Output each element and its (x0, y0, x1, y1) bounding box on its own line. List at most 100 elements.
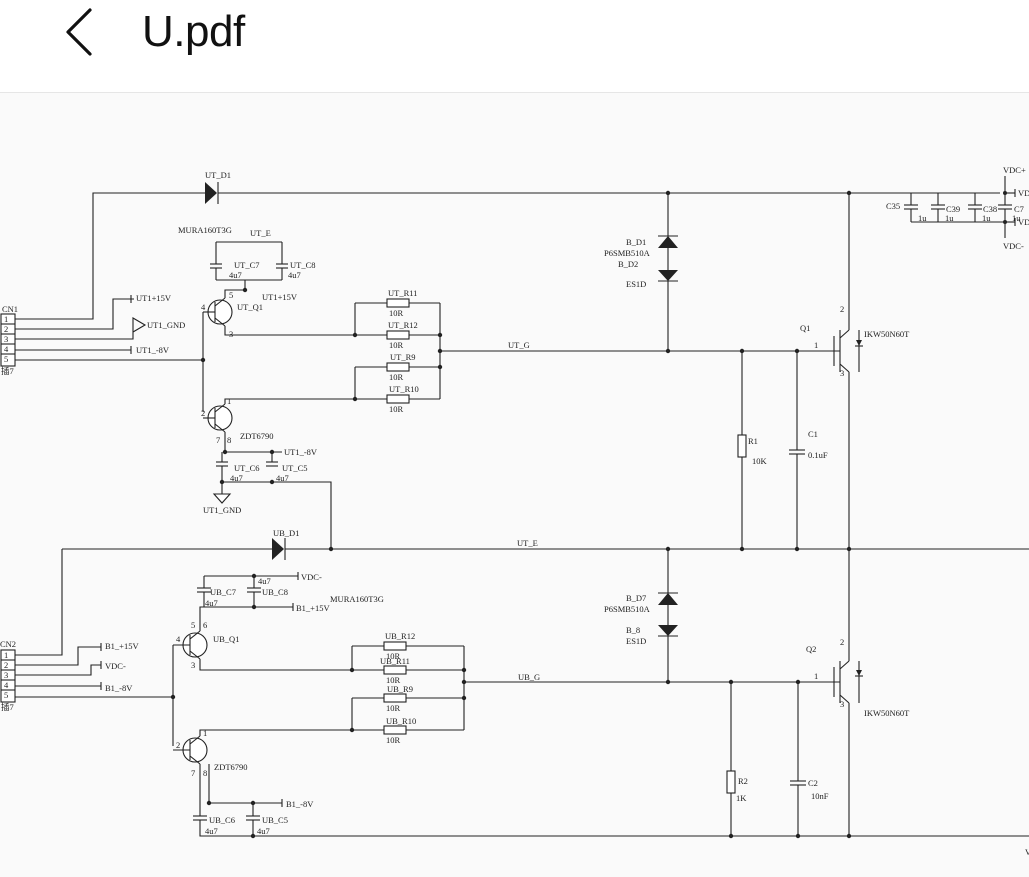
svg-text:IKW50N60T: IKW50N60T (864, 329, 910, 339)
svg-text:UT1_GND: UT1_GND (203, 505, 241, 515)
svg-text:1: 1 (227, 396, 231, 406)
svg-text:UB_Q1: UB_Q1 (213, 634, 239, 644)
back-button[interactable] (56, 4, 108, 60)
svg-text:UB_C6: UB_C6 (209, 815, 235, 825)
transistor-zdt6790-top: 2 1 7 8 ZDT6790 (201, 396, 274, 445)
svg-text:10R: 10R (386, 703, 401, 713)
svg-text:UB_C8: UB_C8 (262, 587, 288, 597)
connector-cn2: CN2 1 2 3 4 5 插7 (0, 639, 16, 712)
svg-text:UT1_-8V: UT1_-8V (136, 345, 170, 355)
svg-text:5: 5 (4, 690, 8, 700)
svg-text:B_D7: B_D7 (626, 593, 646, 603)
svg-text:10R: 10R (386, 651, 401, 661)
svg-text:0.1uF: 0.1uF (808, 450, 828, 460)
vdc-capacitor-bank: VDC+ C35 1u C39 1u C38 1u C7 1u VD VD VD… (886, 165, 1029, 251)
svg-text:ZDT6790: ZDT6790 (240, 431, 274, 441)
connector-cn1: CN1 1 2 3 4 5 插7 (0, 304, 18, 376)
svg-text:3: 3 (840, 699, 844, 709)
svg-text:10K: 10K (752, 456, 768, 466)
svg-text:1: 1 (203, 728, 207, 738)
transistor-ut-q1: 4 5 3 UT_Q1 (201, 290, 263, 339)
svg-text:5: 5 (229, 290, 233, 300)
svg-text:UT_C6: UT_C6 (234, 463, 260, 473)
svg-text:V: V (1025, 847, 1029, 857)
svg-text:C2: C2 (808, 778, 818, 788)
svg-text:ZDT6790: ZDT6790 (214, 762, 248, 772)
svg-text:P6SMB510A: P6SMB510A (604, 604, 651, 614)
svg-text:1u: 1u (945, 213, 954, 223)
svg-text:UB_C5: UB_C5 (262, 815, 288, 825)
igbt-q2: Q2 1 2 3 IKW50N60T (806, 637, 910, 718)
svg-text:4: 4 (4, 680, 9, 690)
svg-text:UT_D1: UT_D1 (205, 170, 231, 180)
svg-text:1: 1 (4, 314, 8, 324)
svg-text:C1: C1 (808, 429, 818, 439)
svg-text:ES1D: ES1D (626, 279, 646, 289)
svg-text:UT_C5: UT_C5 (282, 463, 308, 473)
svg-text:R2: R2 (738, 776, 748, 786)
svg-text:插7: 插7 (1, 702, 14, 712)
svg-text:2: 2 (176, 740, 180, 750)
svg-text:4u7: 4u7 (230, 473, 243, 483)
document-title: U.pdf (142, 7, 245, 56)
svg-text:6: 6 (203, 620, 207, 630)
svg-text:4u7: 4u7 (257, 826, 270, 836)
svg-text:VDC-: VDC- (301, 572, 322, 582)
svg-text:VDC-: VDC- (105, 661, 126, 671)
svg-text:UB_R12: UB_R12 (385, 631, 415, 641)
svg-text:C38: C38 (983, 204, 997, 214)
svg-text:10R: 10R (389, 404, 404, 414)
svg-text:1u: 1u (918, 213, 927, 223)
svg-text:3: 3 (191, 660, 195, 670)
svg-text:R1: R1 (748, 436, 758, 446)
svg-text:UT_C8: UT_C8 (290, 260, 316, 270)
svg-text:UB_C7: UB_C7 (210, 587, 236, 597)
svg-text:3: 3 (4, 670, 8, 680)
svg-text:2: 2 (840, 304, 844, 314)
transistor-zdt6790-bottom: 2 1 7 8 ZDT6790 (173, 728, 248, 778)
svg-text:Q1: Q1 (800, 323, 810, 333)
svg-text:1u: 1u (1012, 213, 1021, 223)
svg-text:4: 4 (4, 344, 9, 354)
svg-text:MURA160T3G: MURA160T3G (178, 225, 232, 235)
svg-text:B1_-8V: B1_-8V (286, 799, 314, 809)
svg-text:UB_R10: UB_R10 (386, 716, 416, 726)
svg-text:UT_R9: UT_R9 (390, 352, 416, 362)
svg-text:10nF: 10nF (811, 791, 829, 801)
svg-text:4u7: 4u7 (288, 270, 301, 280)
svg-text:B_8: B_8 (626, 625, 640, 635)
diode-ut-d1: UT_D1 (205, 170, 231, 204)
svg-text:10R: 10R (389, 372, 404, 382)
svg-text:7: 7 (191, 768, 195, 778)
svg-text:UT1+15V: UT1+15V (136, 293, 172, 303)
svg-text:10R: 10R (386, 735, 401, 745)
svg-text:B_D1: B_D1 (626, 237, 646, 247)
svg-text:4u7: 4u7 (229, 270, 242, 280)
svg-text:1: 1 (814, 340, 818, 350)
diode-b-d1-b-d2: B_D1 P6SMB510A B_D2 ES1D (604, 193, 678, 351)
svg-text:B1_+15V: B1_+15V (296, 603, 330, 613)
svg-text:UT1_-8V: UT1_-8V (284, 447, 318, 457)
svg-text:Q2: Q2 (806, 644, 816, 654)
svg-text:B1_-8V: B1_-8V (105, 683, 133, 693)
svg-text:1u: 1u (982, 213, 991, 223)
svg-text:7: 7 (216, 435, 220, 445)
svg-text:IKW50N60T: IKW50N60T (864, 708, 910, 718)
svg-text:8: 8 (203, 768, 207, 778)
svg-text:2: 2 (201, 408, 205, 418)
svg-text:插7: 插7 (1, 366, 14, 376)
svg-text:VDC+: VDC+ (1003, 165, 1026, 175)
svg-text:UT_R11: UT_R11 (388, 288, 417, 298)
svg-text:4u7: 4u7 (258, 576, 271, 586)
schematic-drawing: CN1 1 2 3 4 5 插7 UT1+15V UT1_GND UT1_-8V… (0, 165, 1029, 857)
svg-text:1K: 1K (736, 793, 747, 803)
transistor-ub-q1: 4 5 6 3 UB_Q1 (173, 620, 239, 670)
svg-text:VD: VD (1018, 188, 1029, 198)
svg-text:MURA160T3G: MURA160T3G (330, 594, 384, 604)
svg-text:10R: 10R (389, 308, 404, 318)
pdf-viewer[interactable]: CN1 1 2 3 4 5 插7 UT1+15V UT1_GND UT1_-8V… (0, 93, 1029, 877)
diode-b-d7-b-8: B_D7 P6SMB510A B_8 ES1D (604, 549, 678, 682)
svg-text:VDC-: VDC- (1003, 241, 1024, 251)
svg-text:UT1_GND: UT1_GND (147, 320, 185, 330)
svg-text:C35: C35 (886, 201, 900, 211)
